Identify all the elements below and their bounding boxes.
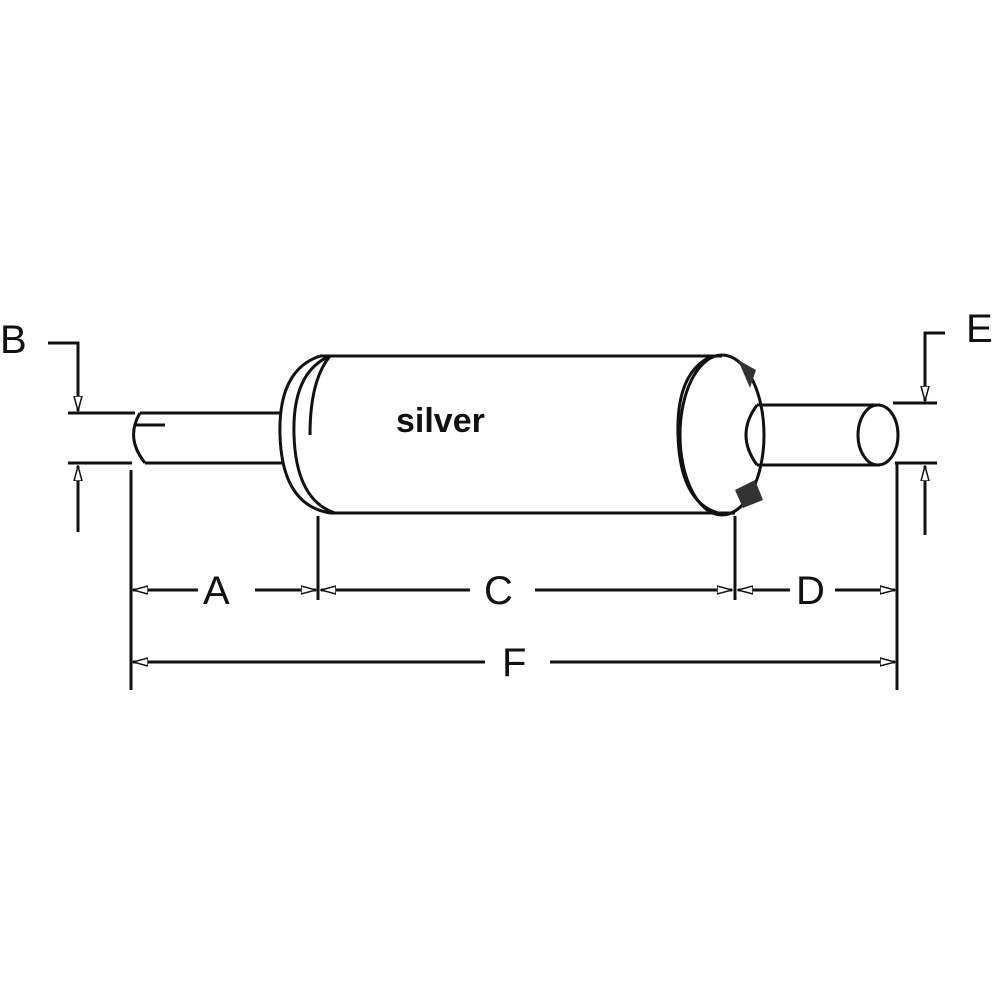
body-label: silver [396, 402, 485, 440]
label-d: D [796, 569, 825, 613]
label-a: A [203, 569, 230, 613]
label-e: E [966, 307, 993, 351]
extension-lines [129, 462, 899, 690]
label-c: C [484, 569, 513, 613]
dimension-e [893, 331, 945, 535]
muffler-body [278, 353, 766, 517]
label-f: F [502, 641, 526, 685]
outlet-pipe [744, 403, 900, 467]
inlet-pipe [132, 411, 282, 465]
label-b: B [0, 318, 27, 362]
dimension-b [48, 341, 135, 532]
